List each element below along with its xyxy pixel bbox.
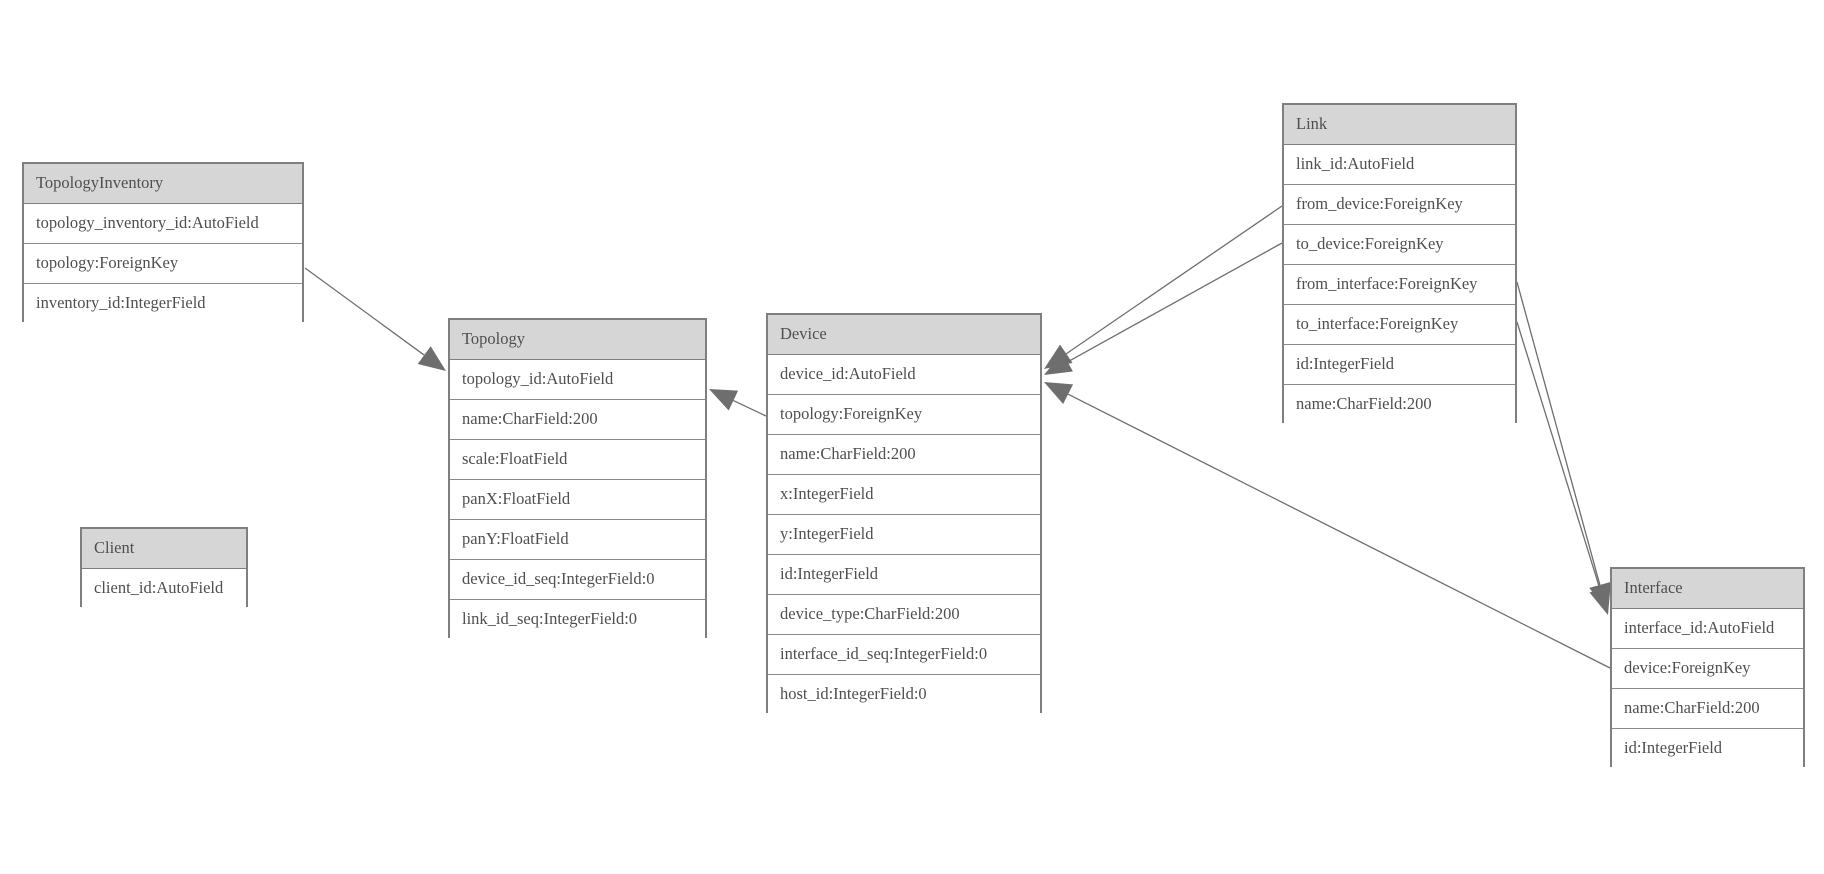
field-row: id:IntegerField (768, 555, 1040, 595)
field-row: device_id_seq:IntegerField:0 (450, 560, 705, 600)
edge-arrowhead-topologyinventory-topology (417, 346, 446, 371)
field-row: id:IntegerField (1612, 729, 1803, 769)
field-row: device:ForeignKey (1612, 649, 1803, 689)
edge-line-link-from-interface-interface (1516, 281, 1601, 586)
edge-arrowhead-link-to-device-device (1044, 352, 1073, 375)
field-row: device_id:AutoField (768, 355, 1040, 395)
edge-line-interface-device (1067, 393, 1611, 669)
entity-header-client: Client (82, 529, 246, 569)
field-row: link_id:AutoField (1284, 145, 1515, 185)
field-row: scale:FloatField (450, 440, 705, 480)
field-row: panX:FloatField (450, 480, 705, 520)
field-row: topology_id:AutoField (450, 360, 705, 400)
field-row: host_id:IntegerField:0 (768, 675, 1040, 715)
entity-header-device: Device (768, 315, 1040, 355)
field-row: id:IntegerField (1284, 345, 1515, 385)
field-row: panY:FloatField (450, 520, 705, 560)
edge-line-link-to-device-device (1067, 242, 1283, 363)
field-row: topology_inventory_id:AutoField (24, 204, 302, 244)
edge-arrowhead-interface-device (1044, 382, 1074, 404)
field-row: to_interface:ForeignKey (1284, 305, 1515, 345)
field-row: from_device:ForeignKey (1284, 185, 1515, 225)
field-row: name:CharField:200 (768, 435, 1040, 475)
edge-arrowhead-link-to-interface-interface (1589, 585, 1611, 615)
entity-header-topology-inventory: TopologyInventory (24, 164, 302, 204)
entity-header-topology: Topology (450, 320, 705, 360)
field-row: name:CharField:200 (1284, 385, 1515, 425)
field-row: inventory_id:IntegerField (24, 284, 302, 324)
edge-line-topologyinventory-topology (304, 267, 425, 356)
field-row: interface_id_seq:IntegerField:0 (768, 635, 1040, 675)
entity-header-interface: Interface (1612, 569, 1803, 609)
field-row: interface_id:AutoField (1612, 609, 1803, 649)
edge-arrowhead-device-topology (709, 389, 739, 411)
field-row: device_type:CharField:200 (768, 595, 1040, 635)
field-row: name:CharField:200 (1612, 689, 1803, 729)
field-row: from_interface:ForeignKey (1284, 265, 1515, 305)
edge-line-device-topology (733, 399, 767, 417)
field-row: link_id_seq:IntegerField:0 (450, 600, 705, 640)
edge-line-link-to-interface-interface (1516, 321, 1601, 590)
field-row: client_id:AutoField (82, 569, 246, 609)
field-row: topology:ForeignKey (768, 395, 1040, 435)
entity-header-link: Link (1284, 105, 1515, 145)
edge-line-link-from-device-device (1065, 205, 1283, 355)
field-row: x:IntegerField (768, 475, 1040, 515)
field-row: y:IntegerField (768, 515, 1040, 555)
field-row: to_device:ForeignKey (1284, 225, 1515, 265)
field-row: topology:ForeignKey (24, 244, 302, 284)
field-row: name:CharField:200 (450, 400, 705, 440)
